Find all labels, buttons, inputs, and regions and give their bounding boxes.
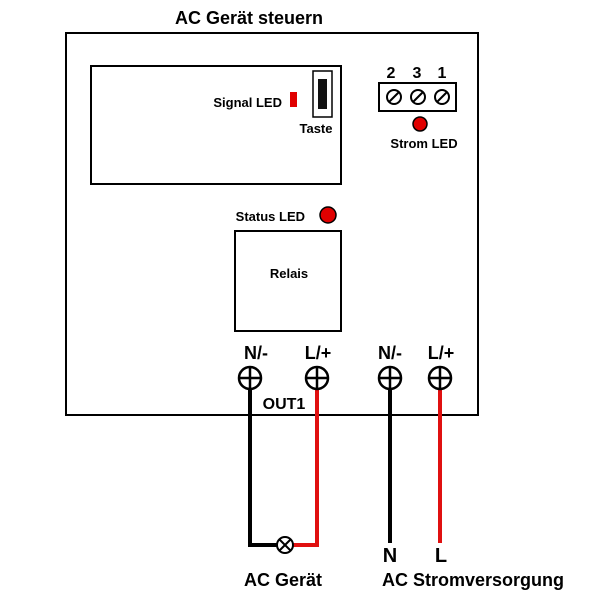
terminal-icon xyxy=(304,365,330,391)
output-label: OUT1 xyxy=(263,396,306,413)
output-terminal-n-label: N/- xyxy=(244,343,268,363)
device-label: AC Gerät xyxy=(244,570,322,590)
supply-wire-n-label: N xyxy=(383,545,397,567)
diagram-title: AC Gerät steuern xyxy=(175,8,323,28)
supply-terminal-n-label: N/- xyxy=(378,343,402,363)
supply-wire-l-label: L xyxy=(435,545,447,567)
supply-terminal-l-label: L/+ xyxy=(428,343,455,363)
connector-screw-icon xyxy=(410,89,426,105)
terminal-icon xyxy=(377,365,403,391)
device-live-wire xyxy=(293,389,319,547)
output-terminal-l-label: L/+ xyxy=(305,343,332,363)
power-led xyxy=(412,116,428,132)
supply-label: AC Stromversorgung xyxy=(382,570,564,590)
connector-screw-icon xyxy=(386,89,402,105)
status-led-label: Status LED xyxy=(236,209,305,224)
signal-led xyxy=(290,92,297,107)
power-led-label: Strom LED xyxy=(390,136,457,151)
status-led xyxy=(319,206,337,224)
lamp-icon xyxy=(276,536,294,554)
relay-box xyxy=(234,230,342,332)
connector-number-2: 2 xyxy=(387,65,396,82)
connector-number-1: 1 xyxy=(438,65,447,82)
relay-label: Relais xyxy=(270,266,308,281)
button-icon xyxy=(318,79,327,109)
device-neutral-wire xyxy=(248,389,277,547)
terminal-icon xyxy=(427,365,453,391)
receiver-board xyxy=(90,65,342,185)
connector-number-3: 3 xyxy=(413,65,422,82)
output-label-backing xyxy=(258,394,310,411)
button-label: Taste xyxy=(300,121,333,136)
signal-led-label: Signal LED xyxy=(213,95,282,110)
connector-screw-icon xyxy=(434,89,450,105)
terminal-icon xyxy=(237,365,263,391)
